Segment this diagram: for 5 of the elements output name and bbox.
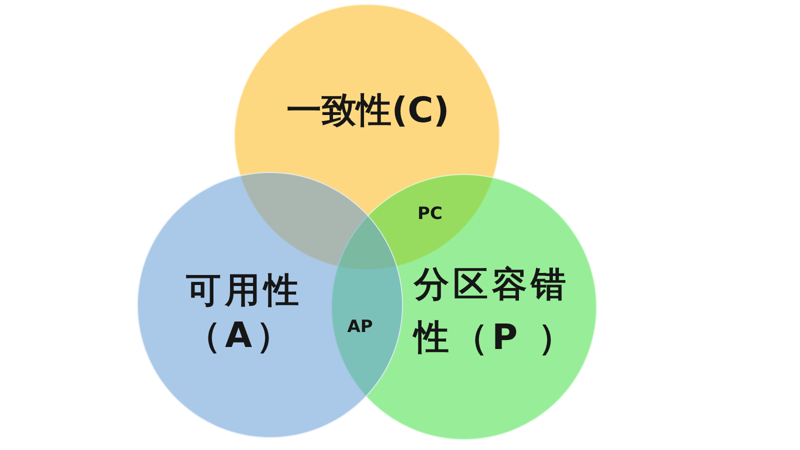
overlap-label: PC — [418, 204, 442, 224]
overlap-label: AP — [347, 317, 373, 337]
circle-label: 一致性(C) — [286, 90, 450, 133]
circle-label: 可用性（A） — [186, 270, 304, 358]
circle-label: 分区容错性（P ） — [414, 264, 578, 360]
